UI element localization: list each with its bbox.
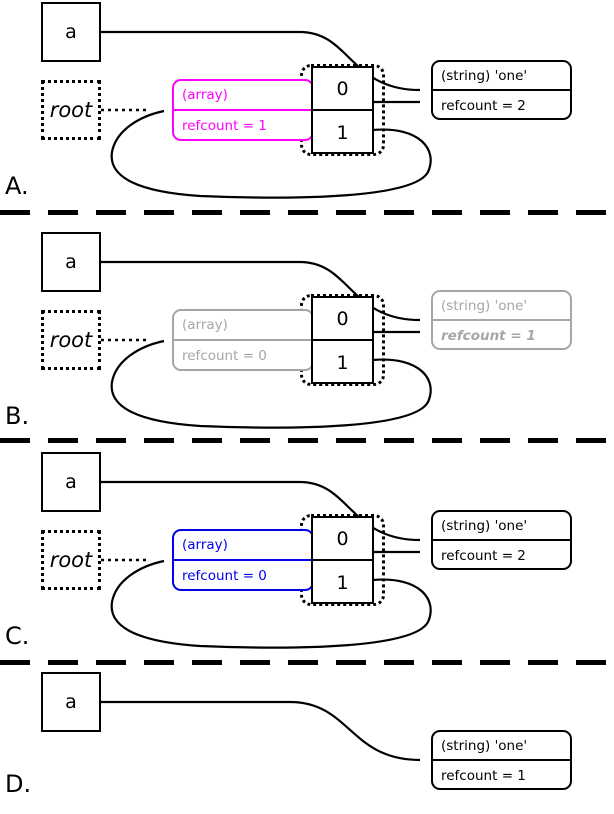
array-record[interactable]: (array) refcount = 0 (172, 309, 314, 371)
panel-label-c: C. (5, 622, 30, 650)
variable-name: a (65, 21, 77, 43)
panel-separator-3 (0, 660, 614, 665)
panel-b: a root (array) refcount = 0 0 1 (string)… (0, 230, 614, 440)
panel-separator-1 (0, 210, 614, 215)
array-refcount-label: refcount = 0 (182, 568, 267, 584)
root-box[interactable]: root (41, 80, 101, 140)
string-type-label: (string) 'one' (433, 292, 570, 321)
variable-name: a (65, 251, 77, 273)
string-type-label: (string) 'one' (433, 732, 570, 761)
root-label: root (49, 98, 93, 122)
variable-box-a[interactable]: a (41, 672, 101, 732)
variable-name: a (65, 471, 77, 493)
root-label: root (49, 548, 93, 572)
array-cells[interactable]: 0 1 (311, 66, 374, 154)
array-cells[interactable]: 0 1 (311, 516, 374, 604)
panel-a: a root (array) refcount = 1 0 1 (string)… (0, 0, 614, 212)
root-box[interactable]: root (41, 310, 101, 370)
array-record[interactable]: (array) refcount = 0 (172, 529, 314, 591)
array-cell-1[interactable]: 1 (336, 351, 349, 374)
array-cell-1[interactable]: 1 (336, 121, 349, 144)
array-cell-0[interactable]: 0 (313, 68, 372, 111)
panel-label-b: B. (5, 402, 30, 430)
string-record[interactable]: (string) 'one' refcount = 2 (431, 60, 572, 120)
panel-label-d: D. (5, 770, 32, 798)
panel-label-a: A. (5, 172, 29, 200)
panel-c: a root (array) refcount = 0 0 1 (string)… (0, 450, 614, 662)
variable-box-a[interactable]: a (41, 2, 101, 62)
array-cell-1[interactable]: 1 (336, 571, 349, 594)
array-type-label: (array) (174, 531, 312, 561)
array-cell-0[interactable]: 0 (313, 298, 372, 341)
string-record[interactable]: (string) 'one' refcount = 1 (431, 290, 572, 350)
string-refcount-label: refcount = 2 (441, 97, 526, 114)
variable-box-a[interactable]: a (41, 232, 101, 292)
panel-d: a (string) 'one' refcount = 1 D. (0, 670, 614, 814)
array-type-label: (array) (174, 311, 312, 341)
root-label: root (49, 328, 93, 352)
array-record[interactable]: (array) refcount = 1 (172, 79, 314, 141)
string-refcount-label: refcount = 2 (441, 547, 526, 564)
string-record[interactable]: (string) 'one' refcount = 2 (431, 510, 572, 570)
array-cells[interactable]: 0 1 (311, 296, 374, 384)
string-refcount-label: refcount = 1 (441, 327, 536, 344)
string-refcount-label: refcount = 1 (441, 767, 526, 784)
string-type-label: (string) 'one' (433, 512, 570, 541)
array-refcount-label: refcount = 1 (182, 118, 267, 134)
array-refcount-label: refcount = 0 (182, 348, 267, 364)
panel-separator-2 (0, 438, 614, 443)
variable-name: a (65, 691, 77, 713)
string-type-label: (string) 'one' (433, 62, 570, 91)
array-cell-0[interactable]: 0 (313, 518, 372, 561)
variable-box-a[interactable]: a (41, 452, 101, 512)
root-box[interactable]: root (41, 530, 101, 590)
string-record[interactable]: (string) 'one' refcount = 1 (431, 730, 572, 790)
array-type-label: (array) (174, 81, 312, 111)
